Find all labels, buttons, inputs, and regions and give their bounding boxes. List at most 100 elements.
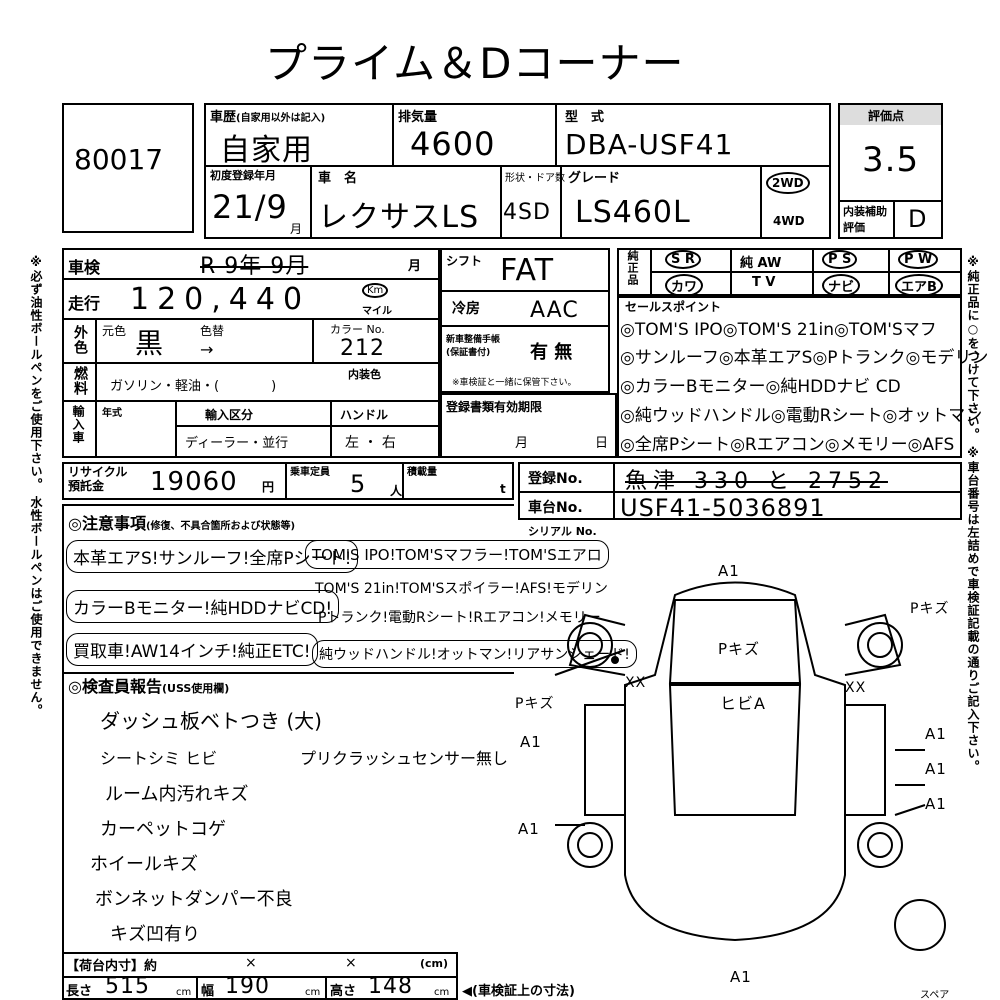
score-label: 評価点 [868,109,905,123]
sales-point-line: ◎TOM'S IPO◎TOM'S 21in◎TOM'Sマフ [620,320,937,340]
recycle-unit: 円 [262,480,275,494]
height-value: 148 [368,974,413,999]
dims-box [62,976,458,1000]
interior-score-value: D [908,205,928,233]
chassis-label: 車台No. [528,500,583,516]
model-label: 型 式 [565,110,605,125]
drive-2wd: 2WD [766,172,810,194]
sales-point-line: ◎カラーBモニター◎純HDDナビ CD [620,377,901,397]
capacity-unit: 人 [390,484,403,498]
inspection-value: R 9年 9月 [200,254,309,279]
chassis-value: USF41-5036891 [620,494,826,522]
mid-box [440,248,610,393]
warranty-value: 有 無 [530,342,573,363]
import-type-value: ディーラー・並行 [185,436,289,451]
cargo-label: 【荷台内寸】約 [66,959,158,974]
lot-number-box: 80017 [62,103,194,233]
reg-expiry-month: 月 [515,436,529,451]
cargo-x1: × [245,955,257,971]
grade-value: LS460L [575,195,691,230]
inspection-unit: 月 [408,259,422,274]
displacement-value: 4600 [410,125,496,163]
change-color-label: 色替 [200,324,225,338]
first-reg-value: 21/9 [212,188,288,226]
inspector-line: シートシミ ヒビ [100,749,218,768]
orig-color-label: 元色 [102,324,127,338]
recycle-value: 19060 [150,467,238,497]
diagram-mark: A1 [518,820,540,838]
sales-point-line: ◎サンルーフ◎本革エアS◎Pトランク◎モデリン [620,348,989,368]
diagram-mark: A1 [925,725,947,743]
spare-label: スペア [920,990,950,1000]
header-box [204,103,831,239]
diagram-mark: A1 [718,562,740,580]
car-name-label: 車 名 [318,171,358,186]
inspector-line: ボンネットダンパー不良 [95,889,293,910]
first-reg-unit: 月 [290,222,303,236]
equip-pw: P W [898,250,939,269]
note-line: カラーBモニター!純HDDナビCD! [66,590,340,623]
mileage-unit-km: Km [362,283,389,298]
mileage-value: 120,440 [130,282,311,317]
note-line: 本革エアS!サンルーフ!全席Pシート! [66,540,359,573]
reg-expiry-day: 日 [595,436,609,451]
recycle-box [62,462,514,500]
notes-box [62,504,514,674]
color-code-value: 212 [340,336,385,361]
inspector-label: ◎検査員報告(USS使用欄) [68,677,230,696]
equip-kawa: カワ [665,274,704,297]
dims-note: ◀(車検証上の寸法) [462,984,575,999]
diagram-mark: ヒビA [720,694,766,713]
capacity-value: 5 [350,470,367,498]
change-color-value: → [200,340,215,359]
color-label: 外色 [72,325,88,355]
equipment-label: 純正品 [626,250,639,286]
lot-number: 80017 [74,143,164,176]
cargo-unit: (cm) [420,957,449,970]
cargo-box [62,952,458,976]
drive-4wd: 4WD [773,214,805,228]
diagram-mark: Pキズ [910,601,950,617]
serial-label: シリアル No. [528,525,597,538]
note-extra: TOM'S 21in!TOM'Sスポイラー!AFS!モデリン [315,581,608,597]
width-value: 190 [225,974,270,999]
length-label: 長さ [66,984,93,999]
import-year-label: 年式 [102,408,122,419]
note-extra: Pトランク!電動Rシート!Rエアコン!メモリー [318,610,601,626]
inspector-line: ホイールキズ [90,854,198,875]
sales-point-line: ◎全席Pシート◎Rエアコン◎メモリー◎AFS [620,435,955,455]
warranty-note: ※車検証と一緒に保管下さい。 [452,378,577,388]
fuel-label: 燃料 [72,366,88,396]
plate-label: 登録No. [528,471,583,487]
load-label: 積載量 [407,467,437,478]
load-unit: t [500,482,506,496]
sales-points-box [617,296,962,458]
color-code-label: カラー No. [330,323,385,336]
inspector-line: ルーム内汚れキズ [105,784,249,805]
diagram-mark: A1 [520,733,542,751]
import-type-label: 輸入区分 [205,408,254,422]
spec-box [62,248,440,458]
length-unit: cm [176,987,192,998]
notes-label: ◎注意事項(修復、不具合箇所および状態等) [68,514,296,533]
equip-aw: 純 AW [740,256,782,271]
width-label: 幅 [201,984,215,999]
note-line: 買取車!AW14インチ!純正ETC! [66,633,318,666]
displacement-label: 排気量 [398,110,438,125]
diagram-mark: Pキズ [515,696,555,712]
body-value: 4SD [503,200,551,225]
side-note-left: ※必ず油性ボールペンをご使用下さい。 水性ボールペンはご使用できません。 [29,255,43,718]
reg-expiry-box [440,393,617,458]
note-extra: TOM'S IPO!TOM'Sマフラー!TOM'Sエアロ [305,540,609,569]
aircon-value: AAC [530,298,579,323]
inspector-line: カーペットコゲ [100,819,226,840]
inspection-label: 車検 [68,258,101,277]
recycle-label: リサイクル預託金 [68,465,128,493]
page-title: プライム＆Dコーナー [265,39,685,88]
diagram-mark: XX [625,675,647,691]
capacity-label: 乗車定員 [290,467,330,478]
interior-score-label: 内装補助評価 [843,205,887,234]
mileage-label: 走行 [68,294,101,313]
cargo-x2: × [345,955,357,971]
score-box [838,103,943,239]
